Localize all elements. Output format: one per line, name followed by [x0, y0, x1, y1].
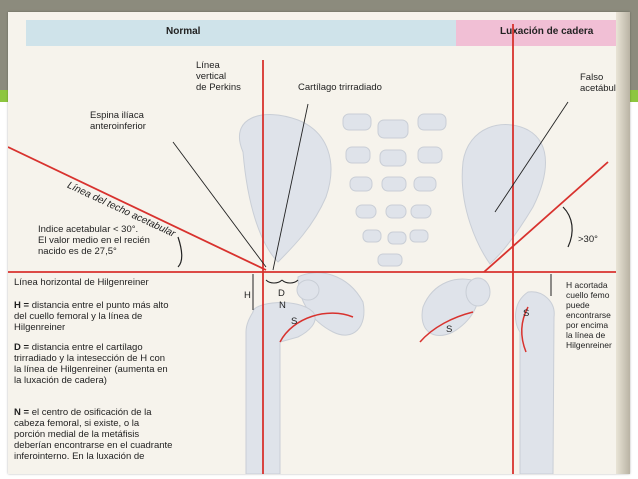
definition-d: D = distancia entre el cartílago trirrad…	[14, 342, 234, 386]
left-ilium	[239, 115, 331, 262]
h-letter: H	[244, 290, 251, 301]
sacrum-vertebrae	[343, 114, 446, 266]
ossification-nucleus	[297, 280, 319, 300]
acetabular-index-label: Indice acetabular < 30°. El valor medio …	[38, 224, 150, 257]
triradiate-label: Cartílago trirradiado	[298, 82, 382, 93]
page-edge-shadow	[616, 12, 630, 474]
d-letter: D	[278, 288, 285, 299]
hip-dysplasia-diagram: Normal Luxación de cadera	[8, 12, 630, 474]
definition-h: H = distancia entre el punto más alto de…	[14, 300, 234, 333]
perkins-label: Línea vertical de Perkins	[196, 60, 241, 93]
s-letter-right: S	[523, 308, 529, 319]
n-letter: N	[279, 300, 286, 311]
definition-n: N = el centro de osificación de la cabez…	[14, 407, 234, 462]
right-ilium	[462, 125, 545, 264]
right-femur	[515, 292, 554, 474]
hilgenreiner-label: Línea horizontal de Hilgenreiner	[14, 277, 149, 288]
s-letter-middle: S	[446, 324, 452, 335]
left-femur	[246, 303, 315, 474]
angle-right-label: >30°	[578, 234, 598, 245]
right-note: H acortada cuello femo puede encontrarse…	[566, 280, 612, 350]
spine-label: Espina ilíaca anteroinferior	[90, 110, 146, 132]
luxated-femoral-head	[466, 278, 490, 306]
s-letter-left: S	[291, 316, 297, 327]
